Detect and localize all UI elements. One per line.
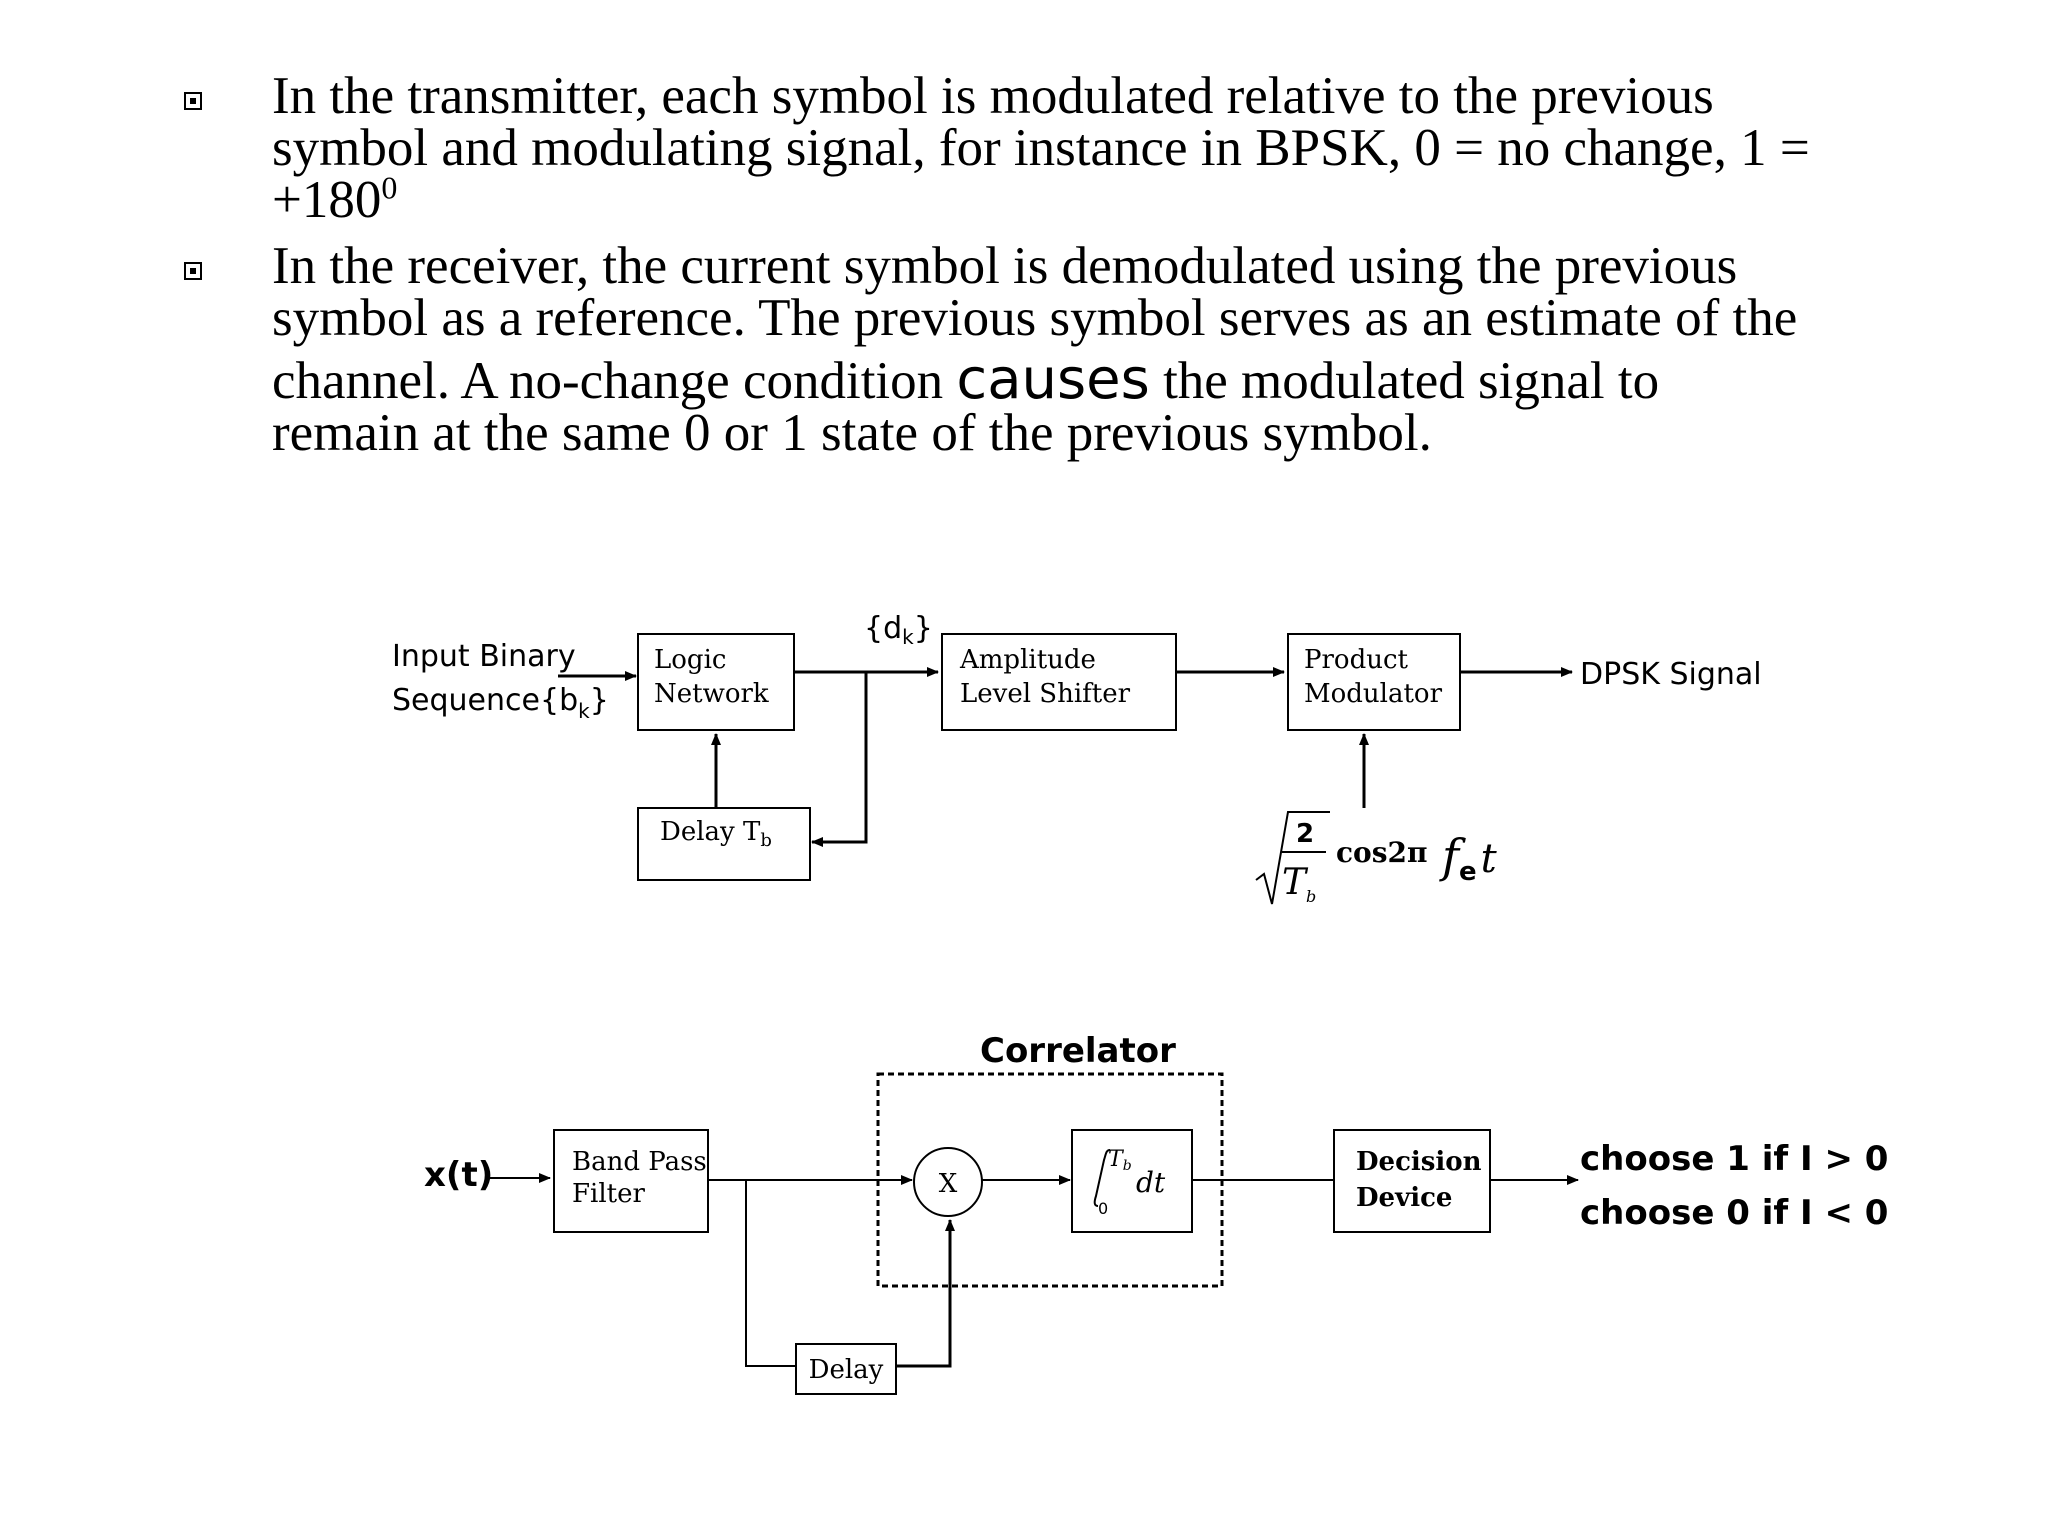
sqrt-sign — [1255, 811, 1330, 905]
product-modulator-label: Product — [1304, 645, 1409, 675]
band-pass-filter-label: Filter — [572, 1179, 646, 1209]
dk-label: {dk} — [864, 611, 933, 649]
dpsk-signal-label: DPSK Signal — [1580, 657, 1762, 692]
correlator-label: Correlator — [980, 1031, 1176, 1071]
logic-network-label: Network — [654, 679, 769, 709]
square-bullet-icon — [184, 92, 202, 110]
decision-device-label: Device — [1356, 1183, 1452, 1213]
choose-zero-label: choose 0 if I < 0 — [1580, 1193, 1888, 1233]
amplitude-shifter-label: Amplitude — [959, 645, 1096, 675]
feedback-line — [811, 672, 868, 847]
input-sequence-label: Sequence{bk} — [392, 683, 609, 723]
logic-network-box — [637, 633, 795, 731]
product-modulator-box — [1287, 633, 1461, 731]
integral-dt: dt — [1136, 1166, 1166, 1199]
multiplier-circle — [913, 1147, 983, 1217]
band-pass-filter-box — [553, 1129, 709, 1233]
delay-to-multiplier-arrow — [896, 1219, 955, 1368]
integral-upper-limit: Tb — [1108, 1147, 1132, 1174]
product-modulator-label: Modulator — [1304, 679, 1443, 709]
carrier-numerator: 2 — [1296, 819, 1314, 849]
decision-device-label: Decision — [1356, 1147, 1482, 1177]
input-binary-label: Input Binary — [392, 639, 576, 674]
input-x-label: x(t) — [424, 1155, 493, 1195]
carrier-denominator: Tb — [1282, 862, 1316, 906]
bullet-text: In the receiver, the current symbol is d… — [272, 237, 1798, 462]
delay-tb-label: Delay Tb — [660, 817, 772, 851]
integral-lower-limit: 0 — [1098, 1199, 1108, 1218]
delay-box — [795, 1343, 897, 1395]
multiplier-label: X — [939, 1169, 958, 1199]
choose-one-label: choose 1 if I > 0 — [1580, 1139, 1888, 1179]
bullet-text: In the transmitter, each symbol is modul… — [272, 67, 1810, 229]
integrator-box — [1071, 1129, 1193, 1233]
logic-network-label: Logic — [654, 645, 726, 675]
amplitude-shifter-box — [941, 633, 1177, 731]
integral-symbol: Tb 0 dt — [1093, 1147, 1166, 1218]
amplitude-shifter-label: Level Shifter — [960, 679, 1131, 709]
square-bullet-icon — [184, 262, 202, 280]
delay-tb-box — [637, 807, 811, 881]
transmitter-diagram: Input Binary Sequence{bk} Logic Network … — [392, 611, 1762, 906]
receiver-diagram: Correlator x(t) Band Pass Filter X Tb 0 … — [424, 1031, 1888, 1395]
delay-path-line — [745, 1180, 796, 1367]
band-pass-filter-label: Band Pass — [572, 1147, 707, 1177]
carrier-cos: cos2π — [1336, 836, 1427, 869]
delay-label: Delay — [809, 1355, 884, 1385]
decision-device-box — [1333, 1129, 1491, 1233]
